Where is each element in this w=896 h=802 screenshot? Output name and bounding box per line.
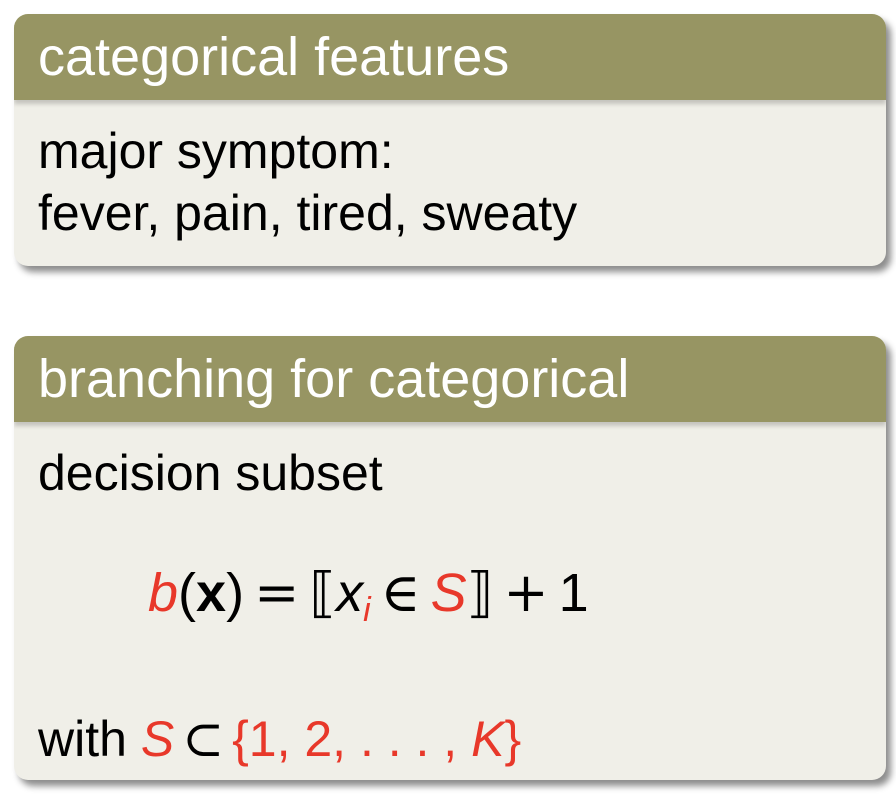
formula-close-paren: ): [226, 563, 245, 623]
set-expr-var: K: [471, 711, 505, 767]
formula-equals: =: [254, 561, 300, 624]
formula-sub: i: [363, 591, 371, 629]
symptom-values: fever, pain, tired, sweaty: [38, 185, 578, 241]
formula-plus: +: [503, 561, 549, 624]
formula-set: S: [430, 563, 467, 623]
branching-formula: b(x)=⟦xi∈S⟧+1: [148, 562, 589, 641]
categorical-features-block: categorical features major symptom: feve…: [14, 14, 886, 266]
set-expr-close: }: [504, 711, 522, 767]
subset-var: S: [140, 711, 175, 767]
set-expr-open: {1, 2, . . . ,: [232, 711, 472, 767]
formula-func: b: [148, 563, 179, 623]
major-symptom-label: major symptom:: [38, 123, 394, 179]
formula-in: ∈: [380, 561, 421, 624]
formula-one: 1: [558, 563, 589, 623]
formula-var: x: [336, 563, 364, 623]
decision-subset-label: decision subset: [38, 445, 383, 501]
formula-left-bracket: ⟦: [309, 561, 337, 624]
subset-symbol: ⊂: [182, 710, 225, 768]
block-title-categorical-features: categorical features: [14, 14, 886, 100]
formula-open-paren: (: [178, 563, 197, 623]
branching-categorical-block: branching for categorical decision subse…: [14, 336, 886, 780]
with-text: with: [38, 711, 141, 767]
block-title-branching: branching for categorical: [14, 336, 886, 422]
formula-arg: x: [196, 563, 227, 623]
block-body-branching: decision subset b(x)=⟦xi∈S⟧+1 with S⊂{1,…: [14, 422, 886, 768]
formula-right-bracket: ⟧: [466, 561, 494, 624]
subset-definition: with S⊂{1, 2, . . . , K}: [38, 708, 521, 770]
block-body-categorical-features: major symptom: fever, pain, tired, sweat…: [14, 100, 886, 244]
